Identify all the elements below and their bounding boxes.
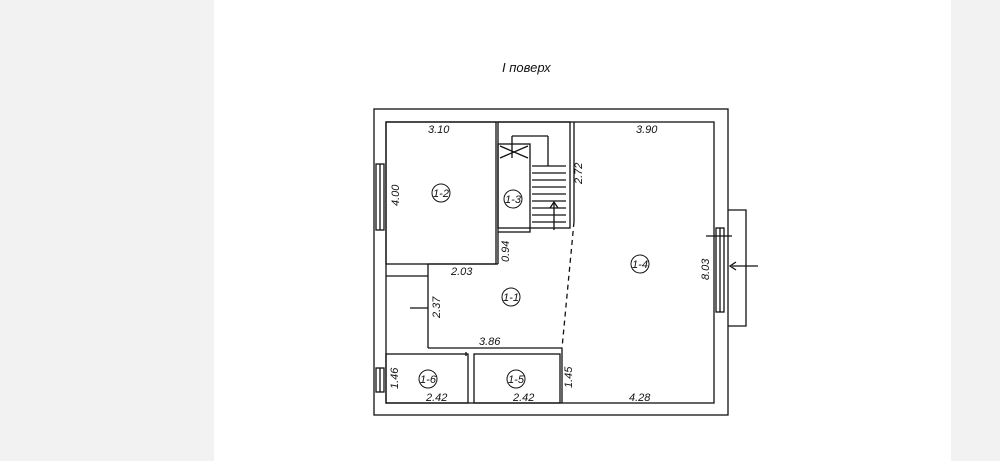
- dim-1-1-height: 2.37: [431, 296, 443, 319]
- room-label-1-3: 1-3: [505, 194, 522, 206]
- dim-1-4-height: 8.03: [700, 258, 712, 280]
- room-marker-1-4: [630, 254, 650, 274]
- room-1-5-outline: [473, 353, 561, 404]
- closet-1-3: [497, 143, 531, 233]
- window-right-1-4: [715, 227, 725, 313]
- dim-1-5-height: 1.45: [563, 366, 575, 388]
- entrance-porch: [706, 209, 758, 327]
- room-marker-1-3: [503, 189, 523, 209]
- dim-1-6-width: 2.42: [425, 392, 447, 404]
- room-marker-1-2: [431, 183, 451, 203]
- room-label-1-1: 1-1: [503, 292, 519, 304]
- outer-wall-inner: [385, 121, 715, 404]
- room-1-3-outline: [497, 121, 571, 229]
- room-marker-1-6: [418, 369, 438, 389]
- dim-1-2-height: 4.00: [390, 184, 402, 206]
- dim-1-5-width: 2.42: [512, 392, 534, 404]
- room-marker-1-1: [501, 287, 521, 307]
- dim-1-4-width: 3.90: [636, 124, 658, 136]
- outer-wall-outer: [373, 108, 729, 416]
- room-label-1-5: 1-5: [508, 374, 525, 386]
- drawing-sheet: [214, 0, 951, 461]
- open-boundary: [561, 221, 575, 349]
- window-left-1-2: [375, 163, 385, 231]
- window-left-1-6: [375, 367, 385, 393]
- dim-1-1-step: 0.94: [500, 241, 512, 262]
- room-label-1-2: 1-2: [433, 188, 449, 200]
- dim-1-6-height: 1.46: [389, 367, 401, 389]
- room-label-1-4: 1-4: [632, 259, 648, 271]
- dim-1-1-top: 2.03: [450, 266, 473, 278]
- floor-title: І поверх: [502, 60, 551, 75]
- dim-1-2-width: 3.10: [428, 124, 450, 136]
- room-label-1-6: 1-6: [420, 374, 437, 386]
- dim-1-3-height: 2.72: [573, 163, 585, 185]
- staircase: [499, 135, 566, 230]
- dim-1-4-bottom: 4.28: [629, 392, 651, 404]
- dim-1-1-bottom: 3.86: [479, 336, 501, 348]
- room-1-6-outline: [385, 353, 469, 404]
- room-marker-1-5: [506, 369, 526, 389]
